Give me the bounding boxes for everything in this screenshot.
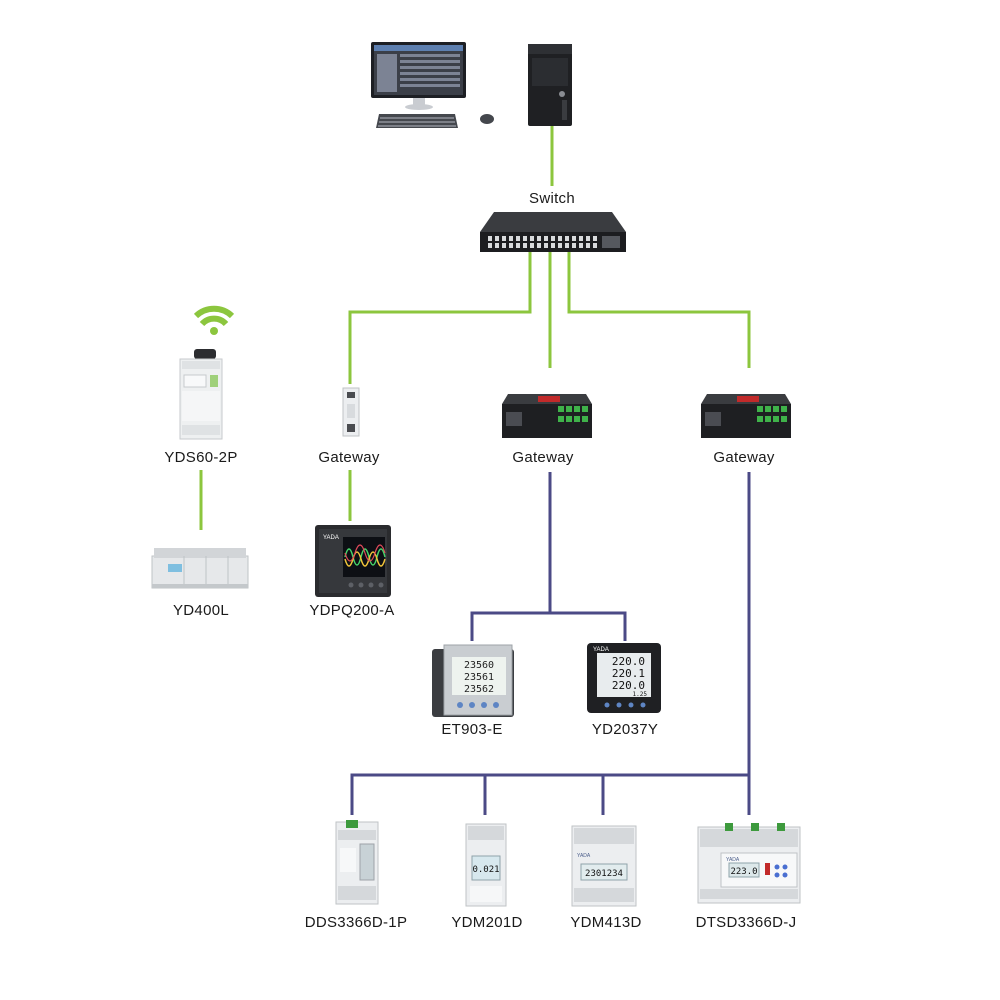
link-switch-gateway-small [348, 252, 532, 384]
ydm413d-brand: YADA [577, 853, 591, 859]
yds60-2p-label: YDS60-2P [164, 449, 238, 466]
et903-line1: 23560 [464, 660, 494, 671]
dtsd-display: 223.0 [730, 867, 757, 877]
desktop-computer-icon [371, 42, 494, 128]
bus-gateway-right [350, 472, 751, 815]
dtsd3366d-j-label: DTSD3366D-J [695, 914, 797, 931]
ydpq200-a-label: YDPQ200-A [309, 602, 395, 619]
ydm201d-label: YDM201D [451, 914, 523, 931]
yds60-2p-device [179, 349, 223, 440]
tower-server-icon [528, 44, 572, 126]
gateway-mid-label: Gateway [512, 449, 574, 466]
yd2037y-brand: YADA [593, 647, 609, 653]
yd2037y-line2: 220.1 [612, 667, 645, 680]
ydpq-brand: YADA [323, 535, 339, 541]
wifi-icon [193, 305, 235, 335]
ydm201d-display: 0.021 [472, 865, 499, 875]
et903-e-label: ET903-E [441, 721, 503, 738]
ydm413d-display: 2301234 [585, 869, 623, 879]
gateway-box-right-device [701, 394, 791, 438]
ydm201d-device: 0.021 [465, 823, 507, 907]
yd2037y-label: YD2037Y [591, 721, 659, 738]
link-switch-gateway-right [567, 252, 751, 368]
ydpq200-a-device: YADA [315, 525, 391, 597]
network-switch-icon [480, 212, 626, 252]
dds3366d-1p-device [335, 820, 379, 905]
yd400l-label: YD400L [172, 602, 230, 619]
ydm413d-device: 2301234 YADA [571, 825, 637, 907]
yd2037y-line4: 1.25 [633, 691, 648, 698]
yd2037y-line3: 220.0 [612, 679, 645, 692]
et903-line3: 23562 [464, 684, 494, 695]
dtsd-brand: YADA [726, 857, 740, 863]
gateway-box-mid-device [502, 394, 592, 438]
dds3366d-1p-label: DDS3366D-1P [304, 914, 408, 931]
et903-line2: 23561 [464, 672, 494, 683]
din-gateway-device [342, 387, 360, 437]
yd2037y-device: YADA 220.0 220.1 220.0 1.25 [587, 643, 661, 713]
yd400l-device [151, 548, 249, 589]
yd2037y-line1: 220.0 [612, 655, 645, 668]
ydm413d-label: YDM413D [570, 914, 642, 931]
et903-e-device: 23560 23561 23562 [432, 644, 514, 717]
switch-label: Switch [529, 190, 575, 207]
gateway-small-label: Gateway [318, 449, 380, 466]
bus-gateway-mid [470, 472, 627, 641]
dtsd3366d-j-device: YADA 223.0 [697, 823, 801, 904]
gateway-right-label: Gateway [713, 449, 775, 466]
